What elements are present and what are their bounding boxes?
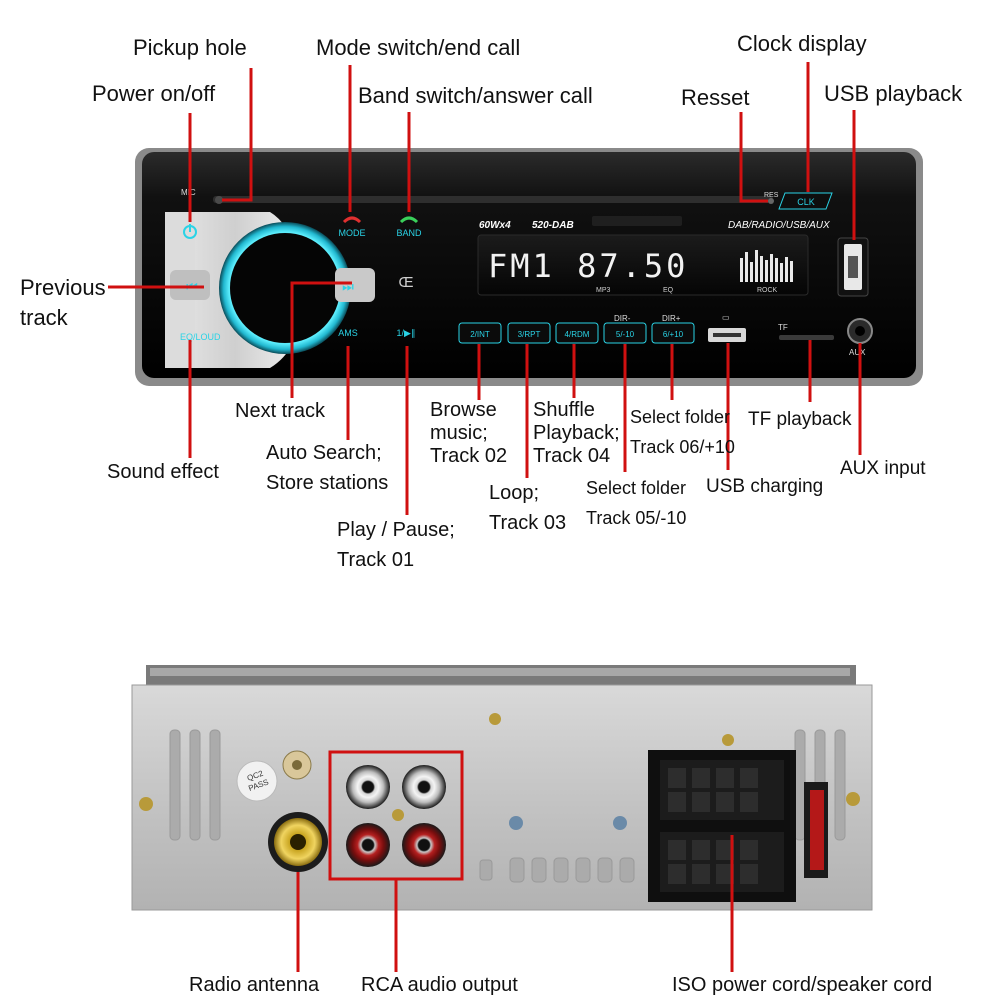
- source-label: DAB/RADIO/USB/AUX: [728, 220, 830, 231]
- svg-text:5/-10: 5/-10: [616, 330, 635, 339]
- screw-icon: [509, 816, 523, 830]
- dir-minus-label: DIR-: [614, 314, 631, 323]
- callout-power: Power on/off: [92, 81, 216, 106]
- play-pause-button[interactable]: 1/▶∥: [397, 328, 416, 338]
- callout-usb-playback: USB playback: [824, 81, 963, 106]
- usb-playback-port[interactable]: [837, 237, 869, 297]
- fuse-icon: [810, 790, 824, 870]
- callout-shuffle: Shuffle Playback; Track 04: [533, 399, 620, 467]
- lcd-tag-rock: ROCK: [757, 287, 778, 294]
- callout-reset: Resset: [681, 85, 750, 110]
- dir-plus-label: DIR+: [662, 314, 681, 323]
- power-button[interactable]: [183, 224, 197, 239]
- svg-text:4/RDM: 4/RDM: [565, 330, 590, 339]
- lcd-tag-mp3: MP3: [596, 287, 611, 294]
- callout-aux-input: AUX input: [840, 458, 926, 479]
- rca-output-block: [328, 750, 464, 881]
- screw-icon: [613, 816, 627, 830]
- svg-text:3/RPT: 3/RPT: [518, 330, 541, 339]
- callout-play-pause: Play / Pause; Track 01: [337, 519, 455, 571]
- usb-charging-port[interactable]: ▭: [708, 313, 746, 342]
- callout-next-track: Next track: [235, 400, 326, 422]
- ams-button[interactable]: AMS: [338, 328, 358, 338]
- svg-text:6/+10: 6/+10: [663, 330, 684, 339]
- screw-icon: [392, 809, 404, 821]
- battery-icon: ▭: [722, 313, 730, 322]
- callout-browse: Browse music; Track 02: [430, 399, 508, 467]
- rca-jack-white: [346, 765, 390, 809]
- model-label: 520-DAB: [532, 220, 574, 231]
- tf-card-slot[interactable]: [779, 335, 834, 340]
- end-call-icon: [342, 216, 362, 224]
- answer-call-icon: [399, 216, 419, 224]
- preset-button-row: 2/INT 3/RPT 4/RDM 5/-10 6/+10: [458, 322, 695, 344]
- lcd-frequency: FM1 87.50: [488, 247, 688, 285]
- aux-label: AUX: [849, 348, 866, 357]
- callout-mode-switch: Mode switch/end call: [316, 35, 521, 60]
- band-button[interactable]: BAND: [396, 228, 422, 238]
- callout-rca-output: RCA audio output: [361, 974, 518, 996]
- callout-loop: Loop; Track 03: [489, 482, 567, 534]
- callout-folder-plus: Select folder Track 06/+10: [630, 407, 735, 457]
- svg-text:CLK: CLK: [797, 197, 815, 207]
- eq-loud-button[interactable]: EQ/LOUD: [180, 332, 221, 342]
- radio-antenna-socket: [268, 812, 328, 872]
- callout-sound-effect: Sound effect: [107, 461, 219, 483]
- preset-button-5-minus10[interactable]: [603, 322, 647, 344]
- leader-reset: [739, 112, 768, 203]
- callout-folder-minus: Select folder Track 05/-10: [586, 478, 687, 528]
- callout-radio-antenna: Radio antenna: [189, 974, 320, 996]
- volume-knob[interactable]: [219, 222, 351, 354]
- mic-pickup-hole: [215, 196, 223, 204]
- callout-previous-track: Previous track: [20, 275, 106, 330]
- leader-pickup-hole: [222, 68, 253, 202]
- preset-button-4-rdm[interactable]: [555, 322, 599, 344]
- callout-band-switch: Band switch/answer call: [358, 83, 593, 108]
- preset-button-3-rpt[interactable]: [507, 322, 551, 344]
- callout-usb-charging: USB charging: [706, 476, 824, 497]
- power-rating: 60Wx4: [479, 220, 511, 231]
- lcd-display: FM1 87.50 MP3 EQ ROCK: [477, 234, 809, 296]
- iso-connector: [648, 750, 828, 902]
- preset-button-2-int[interactable]: [458, 322, 502, 344]
- lcd-tag-eq: EQ: [663, 287, 674, 294]
- rca-jack-red: [346, 823, 390, 867]
- mode-button[interactable]: MODE: [339, 228, 366, 238]
- tf-label: TF: [778, 323, 788, 332]
- callout-pickup-hole: Pickup hole: [133, 35, 247, 60]
- screw-icon: [846, 792, 860, 806]
- callout-iso-cord: ISO power cord/speaker cord: [672, 974, 933, 996]
- preset-button-6-plus10[interactable]: [651, 322, 695, 344]
- screw-icon: [722, 734, 734, 746]
- screw-icon: [139, 797, 153, 811]
- disc-slot: [213, 196, 773, 203]
- res-label: RES: [764, 192, 779, 199]
- clk-button[interactable]: CLK: [778, 192, 833, 210]
- svg-text:2/INT: 2/INT: [470, 330, 490, 339]
- callout-clock-display: Clock display: [737, 31, 867, 56]
- callout-auto-search: Auto Search; Store stations: [266, 442, 389, 494]
- rca-jack-red: [402, 823, 446, 867]
- reset-pinhole[interactable]: [768, 198, 774, 204]
- mic-label: MIC: [181, 188, 196, 197]
- leader-next: [290, 281, 352, 398]
- bluetooth-logo-icon: Œ: [399, 274, 414, 291]
- rca-jack-white: [402, 765, 446, 809]
- callout-tf-playback: TF playback: [748, 409, 852, 430]
- eq-spectrum: [740, 250, 793, 282]
- screw-icon: [489, 713, 501, 725]
- qc-pass-sticker: QC2 PASS: [236, 760, 278, 802]
